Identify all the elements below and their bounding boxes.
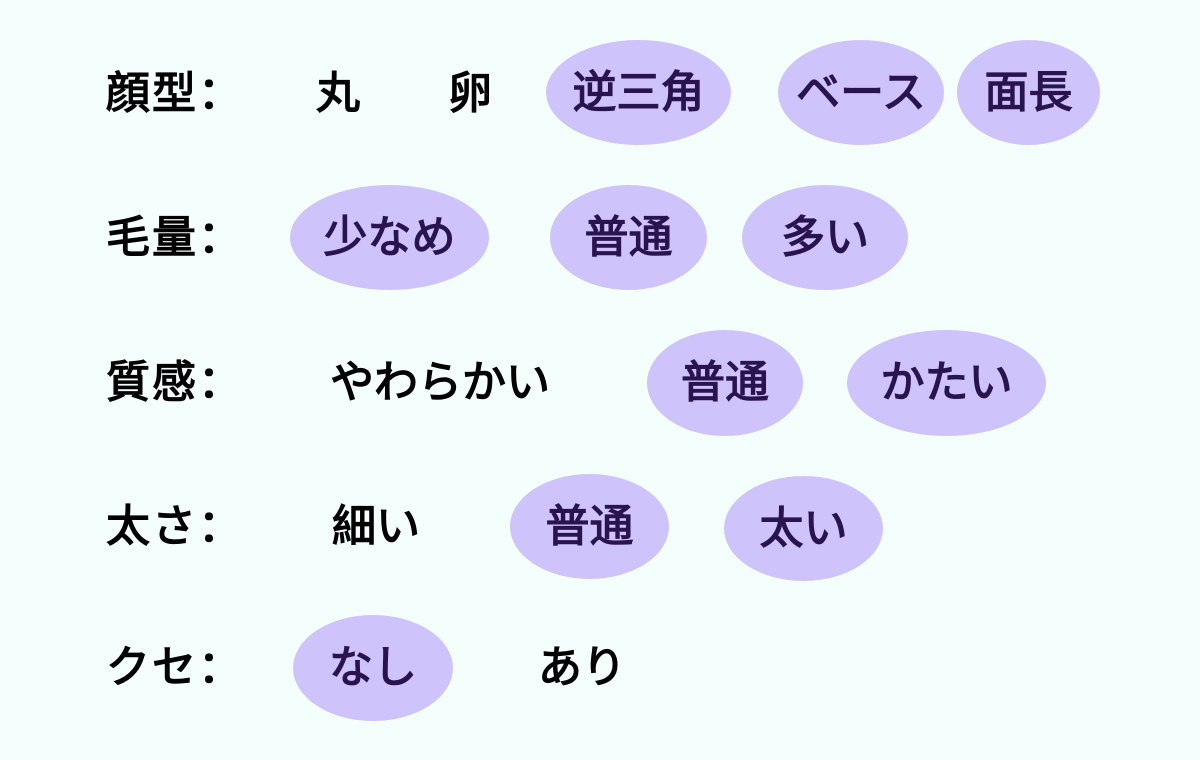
option-thickness-normal[interactable]: 普通 [510, 474, 669, 579]
option-texture-normal[interactable]: 普通 [647, 330, 803, 436]
option-curl-none[interactable]: なし [293, 615, 453, 721]
option-volume-little[interactable]: 少なめ [290, 185, 489, 290]
option-thickness-thick[interactable]: 太い [724, 476, 883, 581]
row-label-thickness: 太さ： [106, 501, 244, 552]
option-face-round[interactable]: 丸 [316, 68, 360, 119]
row-label-hair-volume: 毛量： [106, 212, 244, 263]
option-face-long[interactable]: 面長 [957, 40, 1100, 145]
option-curl-present[interactable]: あり [538, 642, 626, 693]
option-texture-soft[interactable]: やわらかい [330, 357, 550, 408]
option-face-oval[interactable]: 卵 [448, 68, 492, 119]
row-label-texture: 質感： [106, 357, 244, 408]
option-face-base[interactable]: ベース [778, 40, 944, 145]
option-thickness-thin[interactable]: 細い [332, 501, 420, 552]
row-label-face-shape: 顔型： [106, 68, 244, 119]
row-label-curl: クセ： [106, 642, 244, 693]
option-volume-much[interactable]: 多い [742, 185, 908, 290]
option-face-inverted-triangle[interactable]: 逆三角 [546, 40, 731, 145]
option-texture-hard[interactable]: かたい [847, 330, 1046, 436]
option-volume-normal[interactable]: 普通 [550, 185, 707, 290]
